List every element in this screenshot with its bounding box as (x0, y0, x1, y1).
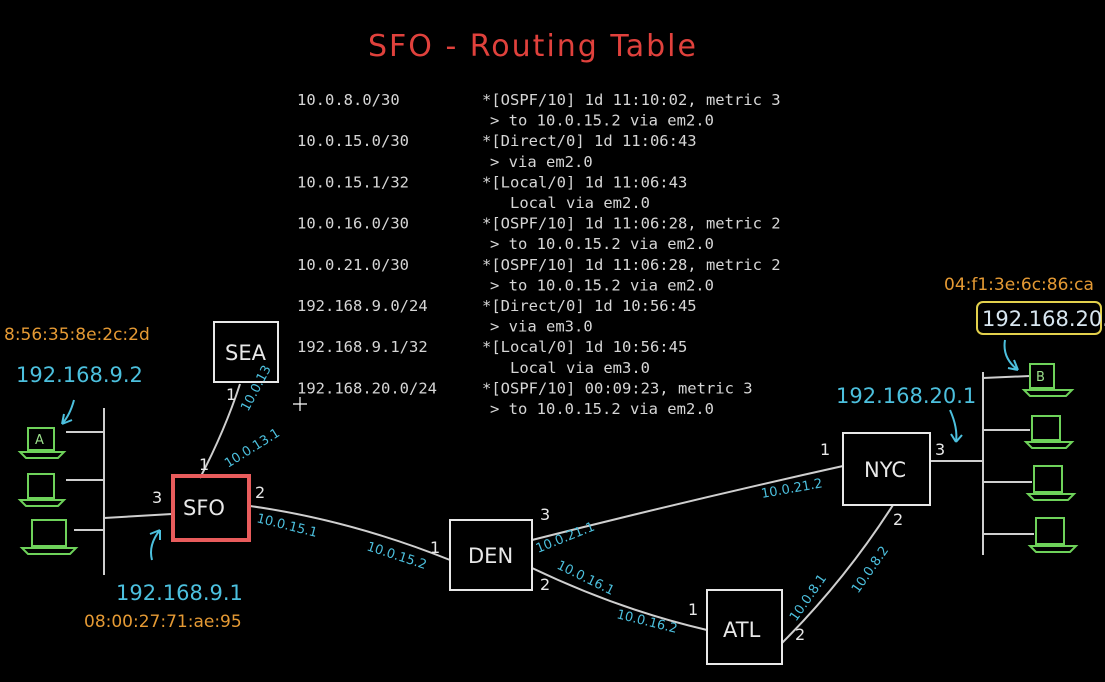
routing-table-row: 10.0.15.1/32 *[Local/0] 1d 11:06:43Local … (297, 173, 687, 212)
port-den-2: 2 (540, 575, 550, 594)
route-entry: *[Direct/0] 1d 10:56:45 (482, 297, 697, 315)
routing-table-row: 10.0.21.0/30 *[OSPF/10] 1d 11:06:28, metr… (297, 256, 781, 295)
link-atl-nyc (781, 504, 894, 644)
routing-table-row: 192.168.20.0/24 *[OSPF/10] 00:09:23, metr… (297, 379, 753, 418)
right-lan-drop-1 (982, 375, 1031, 379)
route-entry: *[OSPF/10] 1d 11:06:28, metric 2 (482, 215, 781, 233)
port-numbers: 1 1 2 3 1 3 2 1 2 3 1 2 (152, 385, 945, 644)
right-gateway-ip: 192.168.20.1 (836, 384, 976, 408)
route-entry: *[Direct/0] 1d 11:06:43 (482, 132, 697, 150)
route-next-hop: > via em3.0 (490, 318, 593, 336)
left-host-ip: 192.168.9.2 (16, 363, 143, 387)
route-entry: *[Local/0] 1d 10:56:45 (482, 338, 687, 356)
host-right-3[interactable] (1025, 465, 1077, 501)
ip-atl-nyc-nyc: 10.0.8.2 (849, 544, 892, 597)
ip-den-atl-atl: 10.0.16.2 (615, 607, 679, 637)
route-entry: *[OSPF/10] 1d 11:06:28, metric 2 (482, 256, 781, 274)
route-entry: *[OSPF/10] 1d 11:10:02, metric 3 (482, 91, 781, 109)
port-den-1: 1 (430, 538, 440, 557)
port-atl-1: 1 (688, 600, 698, 619)
host-b[interactable]: B (1021, 363, 1075, 397)
router-atl-label: ATL (723, 618, 761, 642)
ip-sea-side: 10.0.13 (238, 363, 275, 414)
left-host-mac: 8:56:35:8e:2c:2d (4, 325, 150, 345)
route-next-hop: > via em2.0 (490, 153, 593, 171)
route-prefix: 10.0.15.1/32 (297, 173, 409, 191)
port-sfo-1: 1 (199, 455, 209, 474)
ip-den-nyc-den: 10.0.21.1 (534, 520, 597, 557)
left-lan-sfo-link (103, 513, 173, 519)
port-sfo-3: 3 (152, 488, 162, 507)
route-next-hop: Local via em2.0 (510, 194, 650, 212)
link-den-nyc (531, 465, 844, 541)
port-nyc-2: 2 (893, 510, 903, 529)
link-sea-sfo (199, 383, 241, 479)
host-b-arrow (1003, 339, 1019, 371)
port-atl-2: 2 (795, 625, 805, 644)
gateway-right-arrow (949, 409, 963, 443)
host-a-label: A (35, 433, 44, 448)
diagram-title: SFO - Routing Table (368, 29, 698, 64)
route-prefix: 10.0.16.0/30 (297, 215, 409, 233)
host-b-label: B (1036, 370, 1045, 385)
ip-den-atl-den: 10.0.16.1 (554, 558, 616, 599)
router-nyc[interactable]: NYC (842, 432, 931, 506)
route-prefix: 192.168.9.0/24 (297, 297, 428, 315)
host-right-4[interactable] (1027, 517, 1079, 553)
routing-table-row: 192.168.9.1/32 *[Local/0] 1d 10:56:45Loca… (297, 338, 687, 377)
right-lan-hosts: B (949, 301, 1102, 553)
link-den-atl (531, 567, 708, 631)
left-lan-hosts: A (17, 399, 161, 561)
router-sea-label: SEA (225, 341, 267, 365)
link-sfo-den (249, 505, 451, 561)
port-nyc-1: 1 (820, 440, 830, 459)
lan-annotations: 8:56:35:8e:2c:2d 192.168.9.2 192.168.9.1… (4, 275, 1105, 632)
links (66, 372, 1034, 644)
route-prefix: 10.0.15.0/30 (297, 132, 409, 150)
host-left-2[interactable] (17, 473, 67, 507)
route-next-hop: > to 10.0.15.2 via em2.0 (490, 276, 714, 294)
right-host-mac: 04:f1:3e:6c:86:ca (944, 275, 1094, 295)
port-sea-1: 1 (226, 385, 236, 404)
routing-table: 10.0.8.0/30 *[OSPF/10] 1d 11:10:02, metri… (297, 91, 781, 418)
routing-table-row: 10.0.16.0/30 *[OSPF/10] 1d 11:06:28, metr… (297, 215, 781, 254)
router-sfo-label: SFO (183, 496, 225, 520)
router-den-label: DEN (468, 544, 513, 568)
route-prefix: 192.168.9.1/32 (297, 338, 428, 356)
router-den[interactable]: DEN (449, 519, 533, 591)
host-a[interactable]: A (17, 427, 67, 459)
host-a-arrow (61, 399, 75, 425)
host-b-ip-frame (976, 301, 1102, 335)
right-host-ip: 192.168.20.2 (982, 307, 1105, 331)
route-next-hop: > to 10.0.15.2 via em2.0 (490, 112, 714, 130)
left-gateway-mac: 08:00:27:71:ae:95 (84, 612, 242, 632)
routing-table-row: 192.168.9.0/24 *[Direct/0] 1d 10:56:45 > v… (297, 297, 697, 336)
route-prefix: 192.168.20.0/24 (297, 379, 437, 397)
route-entry: *[OSPF/10] 00:09:23, metric 3 (482, 379, 753, 397)
route-next-hop: > to 10.0.15.2 via em2.0 (490, 400, 714, 418)
route-next-hop: > to 10.0.15.2 via em2.0 (490, 235, 714, 253)
left-gateway-ip: 192.168.9.1 (116, 581, 243, 605)
ip-sfo-den-den: 10.0.15.2 (365, 540, 429, 573)
ip-den-nyc-nyc: 10.0.21.2 (760, 476, 824, 502)
host-right-2[interactable] (1023, 415, 1075, 449)
route-prefix: 10.0.8.0/30 (297, 91, 400, 109)
port-den-3: 3 (540, 505, 550, 524)
port-nyc-3: 3 (935, 440, 945, 459)
router-sea[interactable]: SEA (213, 321, 279, 383)
router-atl[interactable]: ATL (706, 589, 783, 665)
router-nyc-label: NYC (864, 458, 906, 482)
crosshair-cursor (293, 397, 307, 411)
host-left-3[interactable] (19, 519, 79, 555)
gateway-left-arrow (149, 529, 161, 561)
route-next-hop: Local via em3.0 (510, 359, 650, 377)
routing-table-row: 10.0.15.0/30 *[Direct/0] 1d 11:06:43 > via… (297, 132, 697, 171)
router-sfo[interactable]: SFO (171, 474, 251, 542)
routing-table-row: 10.0.8.0/30 *[OSPF/10] 1d 11:10:02, metri… (297, 91, 781, 130)
ip-sea-sfo: 10.0.13.1 (222, 426, 283, 472)
route-entry: *[Local/0] 1d 11:06:43 (482, 173, 687, 191)
port-sfo-2: 2 (255, 483, 265, 502)
route-prefix: 10.0.21.0/30 (297, 256, 409, 274)
